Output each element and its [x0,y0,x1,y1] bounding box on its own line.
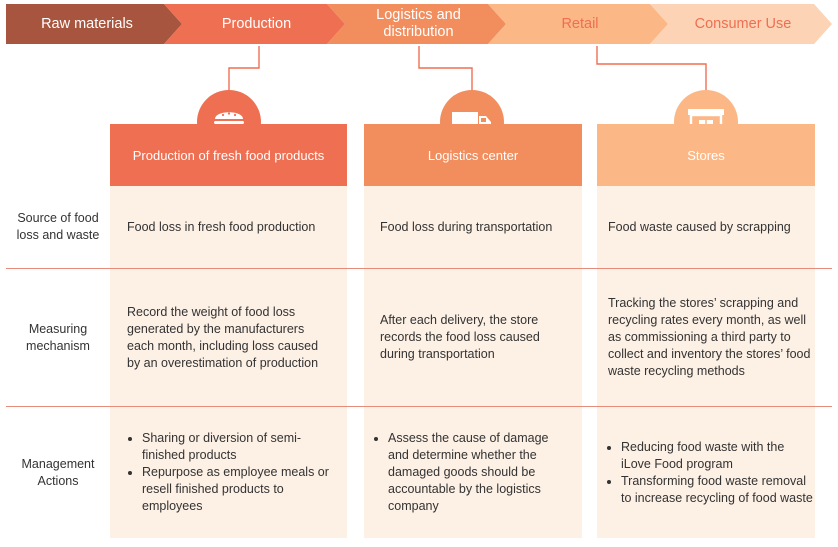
column-header-stores: Stores [597,124,815,186]
connector-logistics [418,46,473,90]
cell-source-logistics: Food loss during transportation [380,186,576,268]
cell-measuring-stores: Tracking the stores’ scrapping and recyc… [608,269,818,406]
row-divider [6,268,832,269]
bullet-item: Reducing food waste with the iLove Food … [621,439,817,473]
stage-label-raw-materials: Raw materials [41,15,133,32]
value-chain-chevrons [6,4,832,44]
stage-label-consumer-use: Consumer Use [694,15,792,32]
stage-connectors [228,46,707,90]
connector-retail [596,46,707,90]
cell-text: Food loss during transportation [380,219,553,234]
bullet-list: Reducing food waste with the iLove Food … [605,439,817,507]
cell-measuring-logistics: After each delivery, the store records t… [380,269,570,406]
row-label-source: Source of food loss and waste [16,211,100,242]
bullet-item: Transforming food waste removal to incre… [621,473,817,507]
chevron-logistics [327,4,506,44]
stage-label-retail: Retail [561,15,599,32]
chevron-production [164,4,345,44]
cell-source-stores: Food waste caused by scrapping [608,186,814,268]
cell-text: Tracking the stores’ scrapping and recyc… [608,296,811,378]
bullet-item: Sharing or diversion of semi-finished pr… [142,430,341,464]
cell-text: Food loss in fresh food production [127,219,316,234]
chevron-consumer-use [650,4,832,44]
cell-text: After each delivery, the store records t… [380,313,540,361]
column-header-logistics: Logistics center [364,124,582,186]
column-body-logistics [364,186,582,538]
row-label-management: Management Actions [21,456,95,488]
bullet-list: Assess the cause of damage and determine… [372,430,572,515]
chevron-retail [488,4,668,44]
bullet-item: Assess the cause of damage and determine… [388,430,572,515]
cell-actions-production: Sharing or diversion of semi-finished pr… [126,407,341,538]
column-header-production: Production of fresh food products [110,124,347,186]
cell-actions-stores: Reducing food waste with the iLove Food … [605,407,817,538]
row-divider [6,406,832,407]
chevron-raw-materials [6,4,182,44]
column-body-stores [597,186,815,538]
column-body-production [110,186,347,538]
bullet-item: Repurpose as employee meals or resell fi… [142,464,341,515]
cell-actions-logistics: Assess the cause of damage and determine… [372,407,572,538]
row-label-measuring: Measuring mechanism [26,321,90,353]
stage-label-production: Production [221,15,292,32]
bullet-list: Sharing or diversion of semi-finished pr… [126,430,341,515]
cell-measuring-production: Record the weight of food loss generated… [127,269,332,406]
connector-production [228,46,260,90]
cell-text: Record the weight of food loss generated… [127,304,319,370]
cell-source-production: Food loss in fresh food production [127,186,339,268]
cell-text: Food waste caused by scrapping [608,219,791,234]
stage-label-logistics: Logistics and distribution [376,7,461,40]
